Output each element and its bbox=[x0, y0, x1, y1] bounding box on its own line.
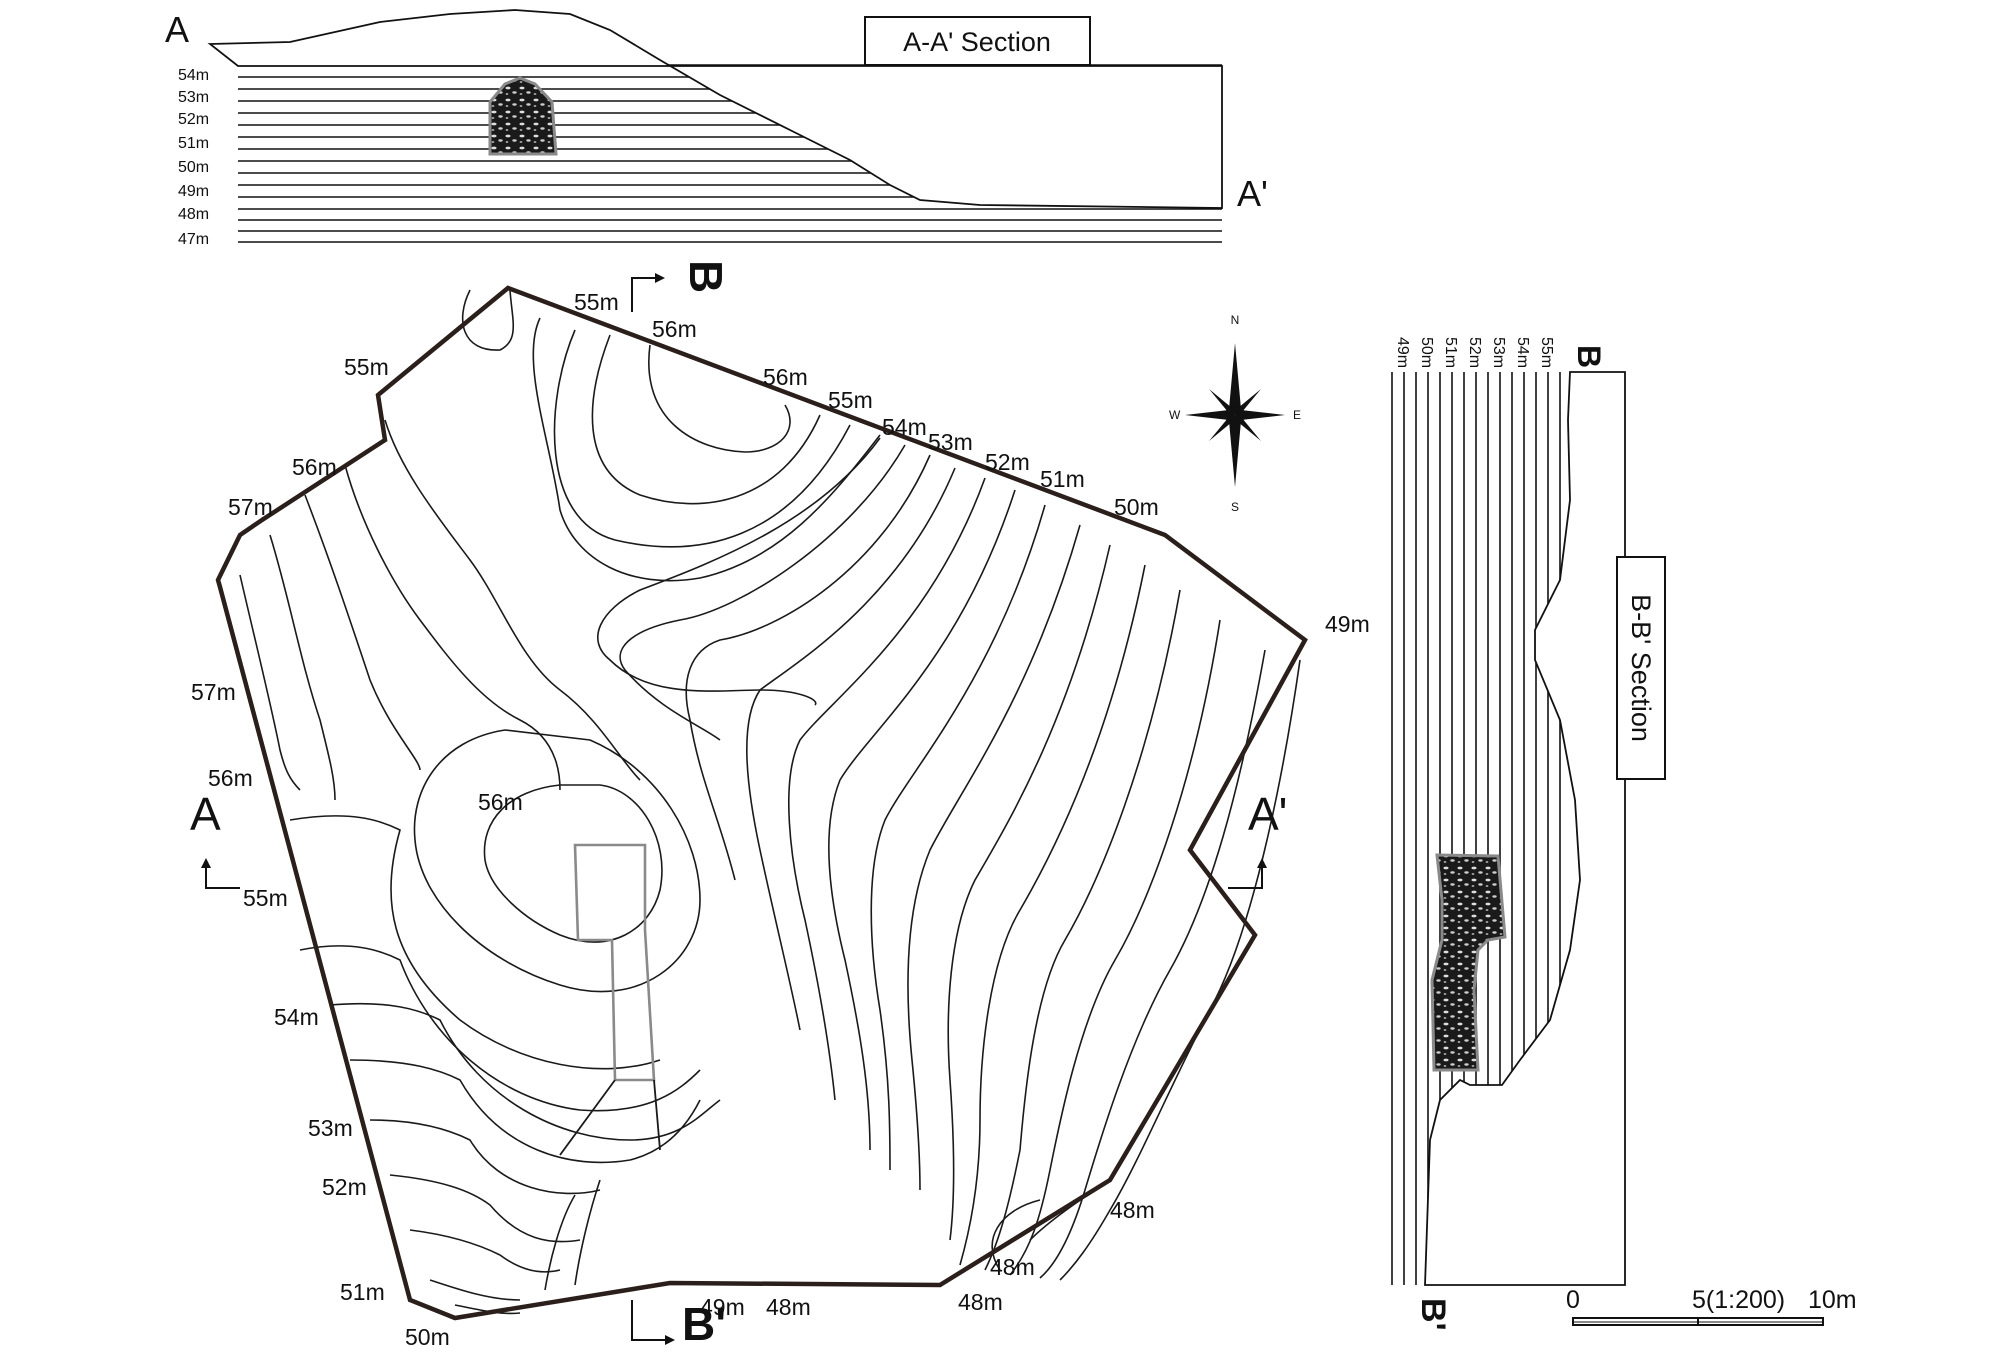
section-aa-ground-profile bbox=[207, 9, 1223, 209]
section-aa-stone-feature bbox=[488, 76, 558, 156]
plan-stone-feature-outline bbox=[573, 843, 656, 1082]
scale-bar: 0 5(1:200) 10m bbox=[1566, 1286, 1857, 1326]
svg-text:54m: 54m bbox=[1514, 337, 1531, 368]
compass-west: W bbox=[1169, 408, 1181, 422]
svg-text:57m: 57m bbox=[191, 679, 236, 705]
svg-text:49m: 49m bbox=[700, 1294, 745, 1320]
svg-text:56m: 56m bbox=[292, 454, 337, 480]
section-bb-stone-feature bbox=[1430, 853, 1507, 1072]
section-aa-right-marker: A' bbox=[1237, 173, 1268, 214]
svg-text:55m: 55m bbox=[574, 289, 619, 315]
svg-text:50m: 50m bbox=[1418, 337, 1435, 368]
svg-text:53m: 53m bbox=[928, 429, 973, 455]
section-bb-top-marker: B bbox=[1571, 345, 1607, 368]
compass-rose-icon: N S E W bbox=[1169, 313, 1301, 514]
plan-marker-a: A bbox=[190, 788, 221, 840]
svg-text:52m: 52m bbox=[1466, 337, 1483, 368]
section-aa-title-box bbox=[864, 16, 1091, 66]
section-bb: B B' 49m 50m 51m 52m 53m 54m bbox=[1391, 337, 1666, 1331]
section-aa-left-marker: A bbox=[165, 9, 189, 50]
svg-text:51m: 51m bbox=[1040, 466, 1085, 492]
svg-text:49m: 49m bbox=[178, 183, 209, 200]
plan-marker-a-arrow bbox=[205, 868, 240, 889]
plan-marker-a-prime: A' bbox=[1248, 788, 1287, 840]
svg-text:53m: 53m bbox=[178, 89, 209, 106]
plan-view: A A' B B' 55m 56m 56m 55m 54m 53m 52m 51… bbox=[190, 260, 1370, 1350]
svg-text:49m: 49m bbox=[1325, 611, 1370, 637]
svg-text:48m: 48m bbox=[178, 206, 209, 223]
scale-end: 10m bbox=[1808, 1286, 1857, 1314]
svg-text:50m: 50m bbox=[405, 1324, 450, 1350]
plan-marker-b-prime: B' bbox=[682, 1298, 726, 1350]
section-bb-ground-profile bbox=[1424, 371, 1626, 1286]
svg-text:55m: 55m bbox=[243, 885, 288, 911]
plan-trench bbox=[559, 1079, 661, 1156]
section-bb-title-box bbox=[1616, 556, 1666, 780]
svg-text:56m: 56m bbox=[652, 316, 697, 342]
compass-south: S bbox=[1231, 500, 1239, 514]
svg-text:52m: 52m bbox=[985, 449, 1030, 475]
svg-text:54m: 54m bbox=[274, 1004, 319, 1030]
svg-text:49m: 49m bbox=[1394, 337, 1411, 368]
svg-text:55m: 55m bbox=[1538, 337, 1555, 368]
svg-text:57m: 57m bbox=[228, 494, 273, 520]
plan-marker-b-arrow bbox=[631, 277, 655, 312]
scale-start: 0 bbox=[1566, 1286, 1580, 1314]
svg-text:54m: 54m bbox=[882, 414, 927, 440]
section-bb-bottom-marker: B' bbox=[1414, 1298, 1452, 1331]
svg-text:53m: 53m bbox=[308, 1115, 353, 1141]
plan-marker-b-prime-arrow bbox=[631, 1300, 665, 1341]
svg-text:52m: 52m bbox=[322, 1174, 367, 1200]
svg-text:48m: 48m bbox=[1110, 1197, 1155, 1223]
svg-text:51m: 51m bbox=[340, 1279, 385, 1305]
section-bb-title: B-B' Section bbox=[1626, 594, 1656, 742]
plan-marker-b: B bbox=[680, 260, 732, 293]
svg-text:50m: 50m bbox=[1114, 494, 1159, 520]
section-bb-elevation-labels: 49m 50m 51m 52m 53m 54m 55m bbox=[1394, 337, 1555, 368]
section-aa-elevation-labels: 54m 53m 52m 51m 50m 49m 48m 47m bbox=[178, 67, 209, 248]
svg-text:47m: 47m bbox=[178, 231, 209, 248]
svg-text:56m: 56m bbox=[763, 364, 808, 390]
compass-north: N bbox=[1231, 313, 1240, 327]
svg-text:56m: 56m bbox=[208, 765, 253, 791]
plan-contour-labels: 55m 56m 56m 55m 54m 53m 52m 51m 50m 49m … bbox=[191, 289, 1370, 1350]
svg-text:51m: 51m bbox=[178, 135, 209, 152]
svg-text:48m: 48m bbox=[990, 1254, 1035, 1280]
svg-text:50m: 50m bbox=[178, 159, 209, 176]
svg-text:48m: 48m bbox=[766, 1294, 811, 1320]
scale-mid: 5(1:200) bbox=[1692, 1286, 1785, 1314]
section-aa: A A' A-A' Section 54m bbox=[165, 9, 1268, 248]
section-aa-title: A-A' Section bbox=[903, 27, 1051, 57]
plan-boundary bbox=[215, 285, 1308, 1321]
svg-text:52m: 52m bbox=[178, 111, 209, 128]
compass-east: E bbox=[1293, 408, 1301, 422]
svg-text:56m: 56m bbox=[478, 789, 523, 815]
svg-text:54m: 54m bbox=[178, 67, 209, 84]
svg-text:51m: 51m bbox=[1442, 337, 1459, 368]
svg-text:55m: 55m bbox=[344, 354, 389, 380]
svg-text:53m: 53m bbox=[1490, 337, 1507, 368]
svg-text:48m: 48m bbox=[958, 1289, 1003, 1315]
svg-text:55m: 55m bbox=[828, 387, 873, 413]
plan-marker-a-prime-arrow bbox=[1228, 868, 1263, 889]
plan-contours bbox=[239, 289, 1301, 1315]
